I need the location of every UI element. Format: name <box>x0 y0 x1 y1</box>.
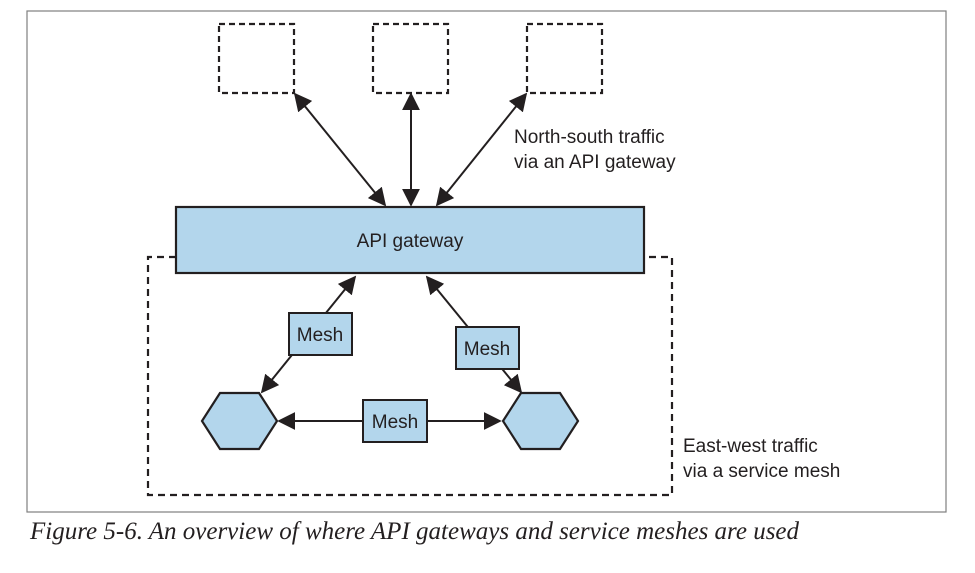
mesh-sidecar-box <box>288 312 353 356</box>
north-south-arrow <box>293 92 387 207</box>
service-hexagon <box>200 391 279 451</box>
service-mesh-boundary <box>146 255 674 497</box>
figure-frame <box>26 10 947 513</box>
mesh-sidecar-box <box>455 326 520 370</box>
mesh-sidecar-box <box>362 399 428 443</box>
mesh-sidecar-label: Mesh <box>464 339 510 360</box>
north-south-label: North-south traffic via an API gateway <box>514 127 676 173</box>
service-hexagon <box>501 391 580 451</box>
api-gateway-box <box>174 205 646 275</box>
north-south-arrow <box>435 92 528 207</box>
mesh-sidecar-label: Mesh <box>297 325 343 346</box>
api-gateway-label: API gateway <box>357 231 464 252</box>
figure-caption: Figure 5-6. An overview of where API gat… <box>30 518 800 545</box>
external-client-box <box>371 22 450 95</box>
external-client-box <box>217 22 296 95</box>
mesh-sidecar-label: Mesh <box>372 412 418 433</box>
east-west-label: East-west traffic via a service mesh <box>683 436 840 482</box>
external-client-box <box>525 22 604 95</box>
